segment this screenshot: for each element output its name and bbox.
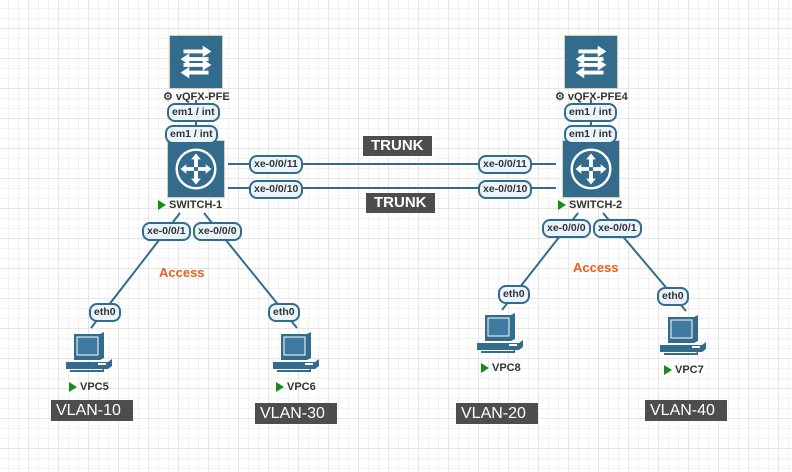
port-sw2-xe-0-0-11[interactable]: xe-0/0/11 — [478, 155, 532, 174]
pc-icon[interactable] — [271, 332, 321, 376]
trunk-label-top: TRUNK — [363, 136, 432, 156]
running-icon — [69, 382, 77, 392]
switch-icon[interactable] — [167, 140, 225, 198]
trunk-label-bottom: TRUNK — [366, 193, 435, 213]
pc-icon[interactable] — [475, 313, 525, 357]
node-name: VPC7 — [675, 364, 704, 376]
port-pfe2-em1[interactable]: em1 / int — [564, 103, 617, 122]
pfe-icon[interactable] — [169, 35, 223, 89]
port-sw2-xe-0-0-1[interactable]: xe-0/0/1 — [593, 219, 642, 238]
running-icon — [481, 363, 489, 373]
switch-icon[interactable] — [562, 140, 620, 198]
port-sw1-em1[interactable]: em1 / int — [165, 125, 218, 144]
port-pfe1-em1[interactable]: em1 / int — [167, 103, 220, 122]
pfe-icon[interactable] — [564, 35, 618, 89]
access-label-left: Access — [159, 265, 205, 280]
pc-icon[interactable] — [658, 315, 708, 359]
node-name: SWITCH-1 — [169, 199, 223, 211]
port-sw1-xe-0-0-10[interactable]: xe-0/0/10 — [249, 180, 304, 199]
port-vpc7-eth0[interactable]: eth0 — [657, 287, 689, 306]
node-name: vQFX-PFE — [175, 90, 230, 103]
node-name: VPC6 — [287, 381, 316, 393]
vlan-label-10: VLAN-10 — [51, 400, 133, 421]
port-sw1-xe-0-0-11[interactable]: xe-0/0/11 — [249, 155, 303, 174]
gear-icon: ⚙ — [163, 91, 173, 103]
gear-icon: ⚙ — [555, 91, 565, 103]
port-sw2-em1[interactable]: em1 / int — [564, 125, 617, 144]
port-sw1-xe-0-0-0[interactable]: xe-0/0/0 — [193, 222, 242, 241]
port-sw2-xe-0-0-0[interactable]: xe-0/0/0 — [542, 219, 591, 238]
port-vpc8-eth0[interactable]: eth0 — [498, 285, 530, 304]
access-label-right: Access — [573, 260, 619, 275]
vlan-label-40: VLAN-40 — [645, 400, 727, 421]
node-name: VPC5 — [80, 381, 109, 393]
running-icon — [664, 365, 672, 375]
running-icon — [558, 200, 566, 210]
vlan-label-20: VLAN-20 — [456, 403, 538, 424]
node-name: vQFX-PFE4 — [567, 90, 628, 103]
running-icon — [158, 200, 166, 210]
port-sw2-xe-0-0-10[interactable]: xe-0/0/10 — [478, 180, 533, 199]
node-name: VPC8 — [492, 362, 521, 374]
port-vpc5-eth0[interactable]: eth0 — [89, 303, 121, 322]
port-sw1-xe-0-0-1[interactable]: xe-0/0/1 — [142, 222, 191, 241]
port-vpc6-eth0[interactable]: eth0 — [268, 303, 300, 322]
node-name: SWITCH-2 — [569, 199, 623, 211]
pc-icon[interactable] — [64, 332, 114, 376]
vlan-label-30: VLAN-30 — [255, 403, 337, 424]
running-icon — [276, 382, 284, 392]
